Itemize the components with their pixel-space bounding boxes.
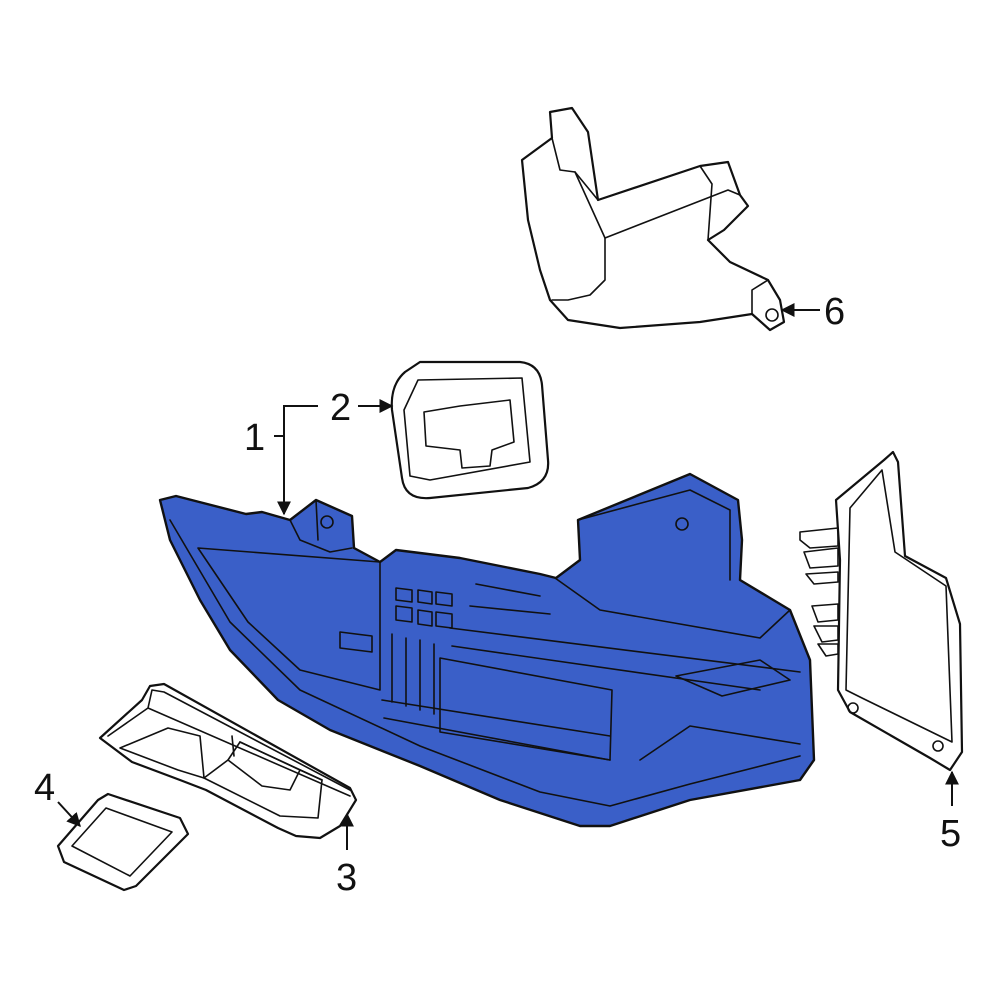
callout-1: 1 [244,417,265,459]
leader-lines [57,303,959,850]
part-2-gasket[interactable] [390,360,550,500]
callout-2: 2 [330,387,351,429]
part-3-tray[interactable] [98,682,358,840]
callout-3: 3 [336,857,357,899]
part-5-trim-panel[interactable] [799,450,964,772]
part-6-bracket[interactable] [520,106,786,332]
callout-5: 5 [940,813,961,855]
callout-6: 6 [824,291,845,333]
part-4-plate[interactable] [56,792,190,892]
part-1-tail-lamp[interactable] [158,472,816,828]
callout-4: 4 [34,767,55,809]
callout-labels: 1 2 3 4 5 6 [34,291,961,899]
